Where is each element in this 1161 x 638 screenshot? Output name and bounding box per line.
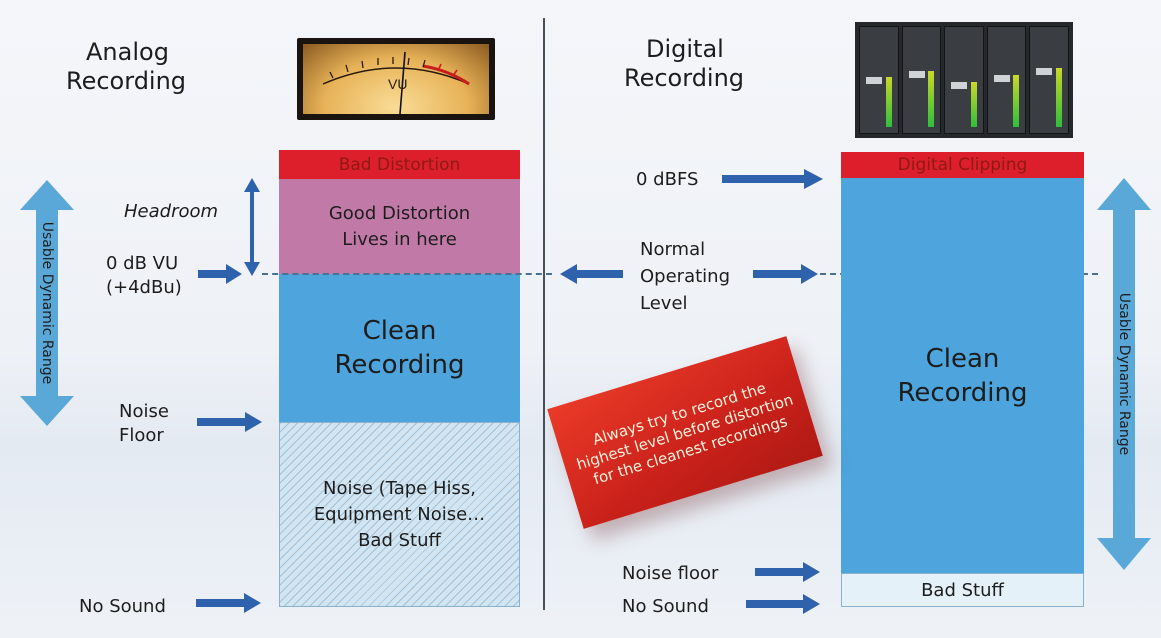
digital-usable-range-label: Usable Dynamic Range	[1116, 292, 1132, 456]
noise-floor-line2: Floor	[119, 425, 164, 446]
tip-callout: Always try to record the highest level b…	[547, 336, 823, 529]
normal-level-left-arrow	[560, 264, 623, 284]
analog-clean-line1: Clean	[362, 316, 437, 346]
noise-floor-label: Noise Floor	[119, 400, 169, 448]
analog-no-sound-label: No Sound	[79, 596, 166, 617]
headroom-label: Headroom	[124, 201, 219, 222]
mixer-fader-knob	[908, 71, 925, 78]
analog-title-line1: Analog	[86, 38, 169, 66]
zero-db-line1: 0 dB VU	[106, 253, 179, 274]
mixer-level-meter	[928, 71, 935, 127]
vu-meter-label: VU	[388, 76, 408, 92]
analog-reference-line	[262, 273, 552, 275]
zero-db-line2: (+4dBu)	[106, 277, 182, 298]
mixer-fader-knob	[993, 75, 1010, 82]
mixer-level-meter	[970, 82, 977, 127]
vu-meter-image: VU	[297, 38, 495, 120]
noise-line3: Bad Stuff	[358, 529, 441, 551]
digital-title-line1: Digital	[646, 35, 724, 63]
normal-line1: Normal	[640, 239, 706, 260]
zero-dbfs-arrow	[722, 169, 823, 189]
digital-no-sound-label: No Sound	[622, 596, 709, 617]
mixer-strip	[901, 26, 942, 134]
analog-title-line2: Recording	[66, 67, 187, 95]
noise-line2: Equipment Noise…	[313, 503, 486, 525]
mixer-image	[855, 22, 1073, 138]
mixer-fader-knob	[1036, 68, 1053, 75]
digital-clean-band: Clean Recording	[841, 178, 1084, 573]
digital-noise-floor-arrow	[755, 562, 820, 582]
analog-good-distortion-band: Good Distortion Lives in here	[279, 179, 520, 274]
digital-clipping-label: Digital Clipping	[897, 155, 1028, 175]
zero-dbfs-label: 0 dBFS	[636, 169, 699, 190]
digital-clean-line1: Clean	[925, 343, 1000, 374]
analog-usable-range-label: Usable Dynamic Range	[39, 221, 55, 385]
center-divider	[543, 18, 545, 610]
mixer-level-meter	[1055, 68, 1062, 127]
digital-title-line2: Recording	[624, 64, 745, 92]
digital-clipping-band: Digital Clipping	[841, 152, 1084, 178]
mixer-fader-knob	[951, 82, 968, 89]
normal-line3: Level	[640, 293, 688, 314]
analog-clean-line2: Recording	[334, 350, 465, 380]
zero-db-vu-label: 0 dB VU (+4dBu)	[106, 252, 182, 300]
digital-clean-line2: Recording	[897, 377, 1028, 408]
analog-bad-distortion-band: Bad Distortion	[279, 150, 520, 179]
mixer-strip	[944, 26, 984, 134]
noise-line1: Noise (Tape Hiss,	[323, 477, 476, 499]
noise-floor-arrow	[197, 412, 262, 432]
digital-bad-stuff-label: Bad Stuff	[921, 579, 1004, 601]
mixer-strip	[859, 26, 899, 134]
digital-noise-floor-label: Noise floor	[622, 563, 719, 584]
analog-bad-distortion-label: Bad Distortion	[338, 154, 461, 175]
mixer-level-meter	[885, 77, 892, 127]
analog-clean-band: Clean Recording	[279, 274, 520, 422]
normal-level-right-arrow	[753, 264, 818, 284]
analog-title: Analog Recording	[66, 38, 186, 96]
mixer-level-meter	[1013, 75, 1020, 127]
zero-db-arrow	[198, 264, 242, 284]
good-distortion-line1: Good Distortion	[328, 202, 471, 224]
mixer-strip	[986, 26, 1027, 134]
normal-line2: Operating	[640, 266, 730, 287]
digital-title: Digital Recording	[624, 35, 744, 93]
mixer-strip	[1029, 26, 1069, 134]
tip-callout-text: Always try to record the highest level b…	[574, 378, 796, 489]
headroom-arrow	[244, 178, 260, 276]
analog-noise-band: Noise (Tape Hiss, Equipment Noise… Bad S…	[279, 422, 520, 607]
normal-operating-level-label: Normal Operating Level	[640, 236, 730, 317]
good-distortion-line2: Lives in here	[342, 228, 457, 250]
mixer-fader-knob	[866, 77, 882, 84]
digital-no-sound-arrow	[746, 594, 820, 614]
digital-bad-stuff-band: Bad Stuff	[841, 573, 1084, 607]
analog-no-sound-arrow	[196, 593, 261, 613]
noise-floor-line1: Noise	[119, 401, 169, 422]
